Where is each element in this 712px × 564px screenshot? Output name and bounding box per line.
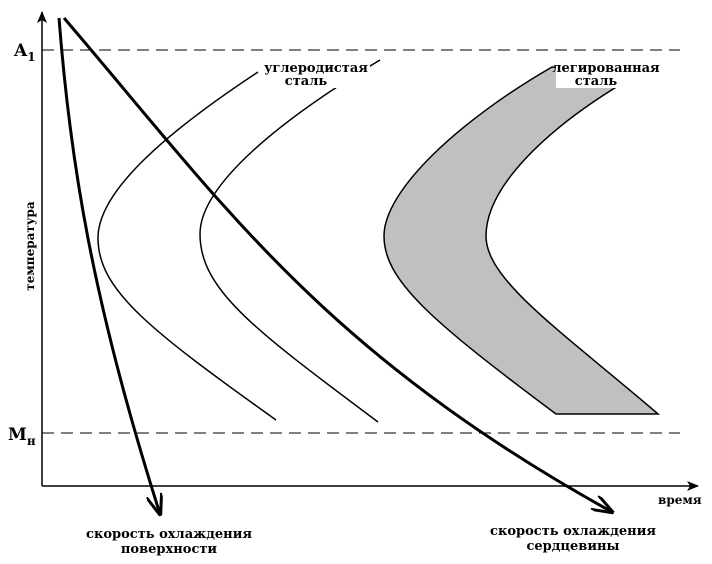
- x-axis-label: время: [658, 493, 702, 507]
- carbon-steel-label-line1: углеродистая: [264, 61, 368, 76]
- carbon-steel-label-line2: сталь: [285, 74, 328, 89]
- surface-cooling-curve: [57, 17, 160, 514]
- alloy-steel-label-line1: легированная: [552, 61, 660, 76]
- surface-cooling-label-line2: поверхности: [121, 542, 217, 557]
- alloy-steel-region: [383, 66, 661, 415]
- y-axis-label: температура: [23, 201, 37, 291]
- carbon-steel-label-bg: [264, 60, 370, 88]
- core-cooling-label-line2: сердцевины: [526, 539, 619, 554]
- alloy-steel-label-line2: сталь: [575, 74, 618, 89]
- core-cooling-curve: [62, 17, 612, 512]
- core-cooling-label-line1: скорость охлаждения: [490, 524, 656, 539]
- mn-label: Mн: [8, 425, 36, 448]
- surface-cooling-label-line1: скорость охлаждения: [86, 527, 252, 542]
- alloy-steel-label-bg: [556, 60, 658, 88]
- carbon-steel-start-curve: [97, 71, 277, 421]
- carbon-steel-finish-curve: [199, 59, 381, 423]
- a1-label: A1: [13, 41, 36, 64]
